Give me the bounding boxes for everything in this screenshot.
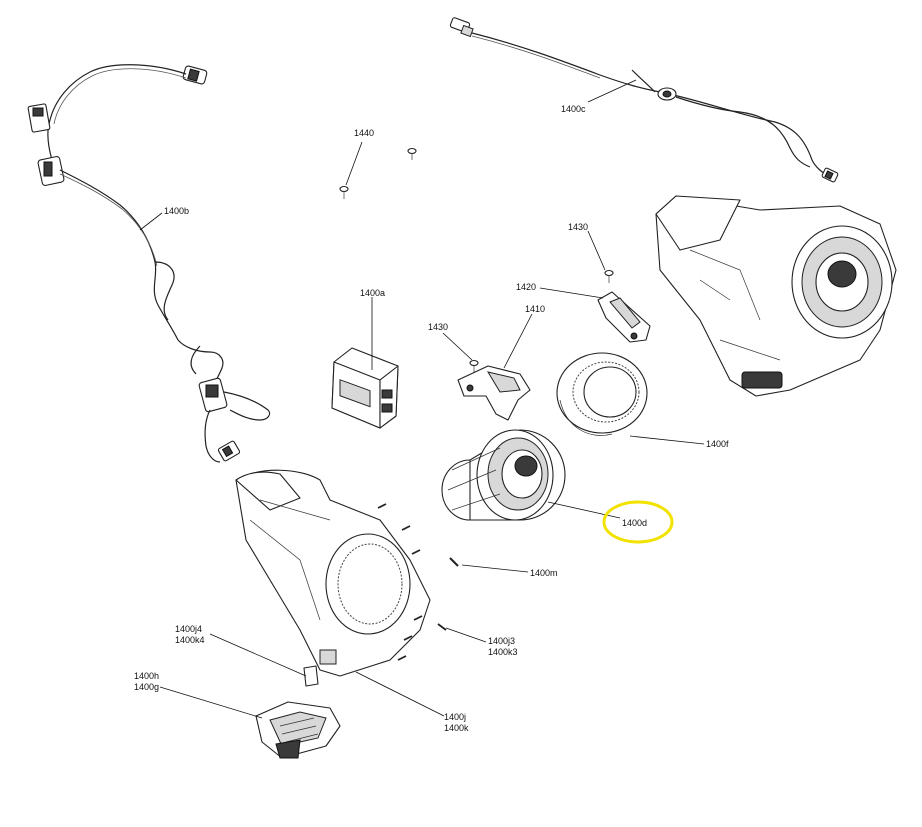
speaker-1400d[interactable] (441, 429, 566, 521)
label-1400h: 1400h (134, 671, 159, 681)
label-1400k4: 1400k4 (175, 635, 205, 645)
screw-1430-top[interactable] (604, 269, 614, 284)
label-1430-mid: 1430 (428, 322, 448, 332)
speaker-ring-1400f[interactable] (556, 352, 648, 436)
leader-1420 (539, 287, 604, 299)
label-1430-top: 1430 (568, 222, 588, 232)
label-1400j4: 1400j4 (175, 624, 202, 634)
wiring-harness-1400b[interactable] (27, 64, 271, 463)
screw-1440-b[interactable] (407, 147, 417, 161)
label-1440: 1440 (354, 128, 374, 138)
label-1400f: 1400f (706, 439, 729, 449)
bracket-1410[interactable] (457, 365, 531, 421)
screw-1430-mid[interactable] (469, 359, 479, 374)
label-1400b: 1400b (164, 206, 189, 216)
leader-1440 (345, 141, 363, 186)
leader-1400b (139, 212, 163, 231)
leader-1400h-g (159, 686, 263, 719)
label-1400a: 1400a (360, 288, 385, 298)
speaker-pod-assembly[interactable] (655, 195, 897, 397)
label-1400k: 1400k (444, 723, 469, 733)
screw-1440-a[interactable] (339, 185, 349, 200)
wiring-harness-1400c[interactable] (449, 17, 839, 183)
label-1400m: 1400m (530, 568, 558, 578)
label-1400j3: 1400j3 (488, 636, 515, 646)
leader-1430-top (587, 230, 606, 271)
label-1400j: 1400j (444, 712, 466, 722)
highlight-circle-1400d (602, 500, 674, 544)
leader-1400d (547, 501, 621, 519)
bracket-1420[interactable] (597, 291, 651, 343)
housing-screws[interactable] (377, 503, 447, 661)
control-module-1400a[interactable] (331, 347, 399, 429)
leader-1400c (587, 79, 637, 103)
leader-1400m (461, 564, 529, 573)
clip-1400j4-k4[interactable] (303, 665, 319, 687)
label-1410: 1410 (525, 304, 545, 314)
leader-1400j-k (355, 671, 445, 717)
leader-1410 (503, 313, 533, 369)
leader-1400j4-k4 (209, 633, 307, 677)
pin-1400m[interactable] (449, 557, 459, 567)
leader-1400j3-k3 (445, 627, 487, 643)
label-1400d: 1400d (622, 518, 647, 528)
label-1400g: 1400g (134, 682, 159, 692)
label-1400k3: 1400k3 (488, 647, 518, 657)
grille-1400h-g[interactable] (255, 701, 341, 759)
leader-1400f (629, 435, 705, 445)
leader-1430-mid (442, 332, 473, 361)
speaker-housing[interactable] (235, 469, 431, 677)
label-1400c: 1400c (561, 104, 586, 114)
label-1420: 1420 (516, 282, 536, 292)
